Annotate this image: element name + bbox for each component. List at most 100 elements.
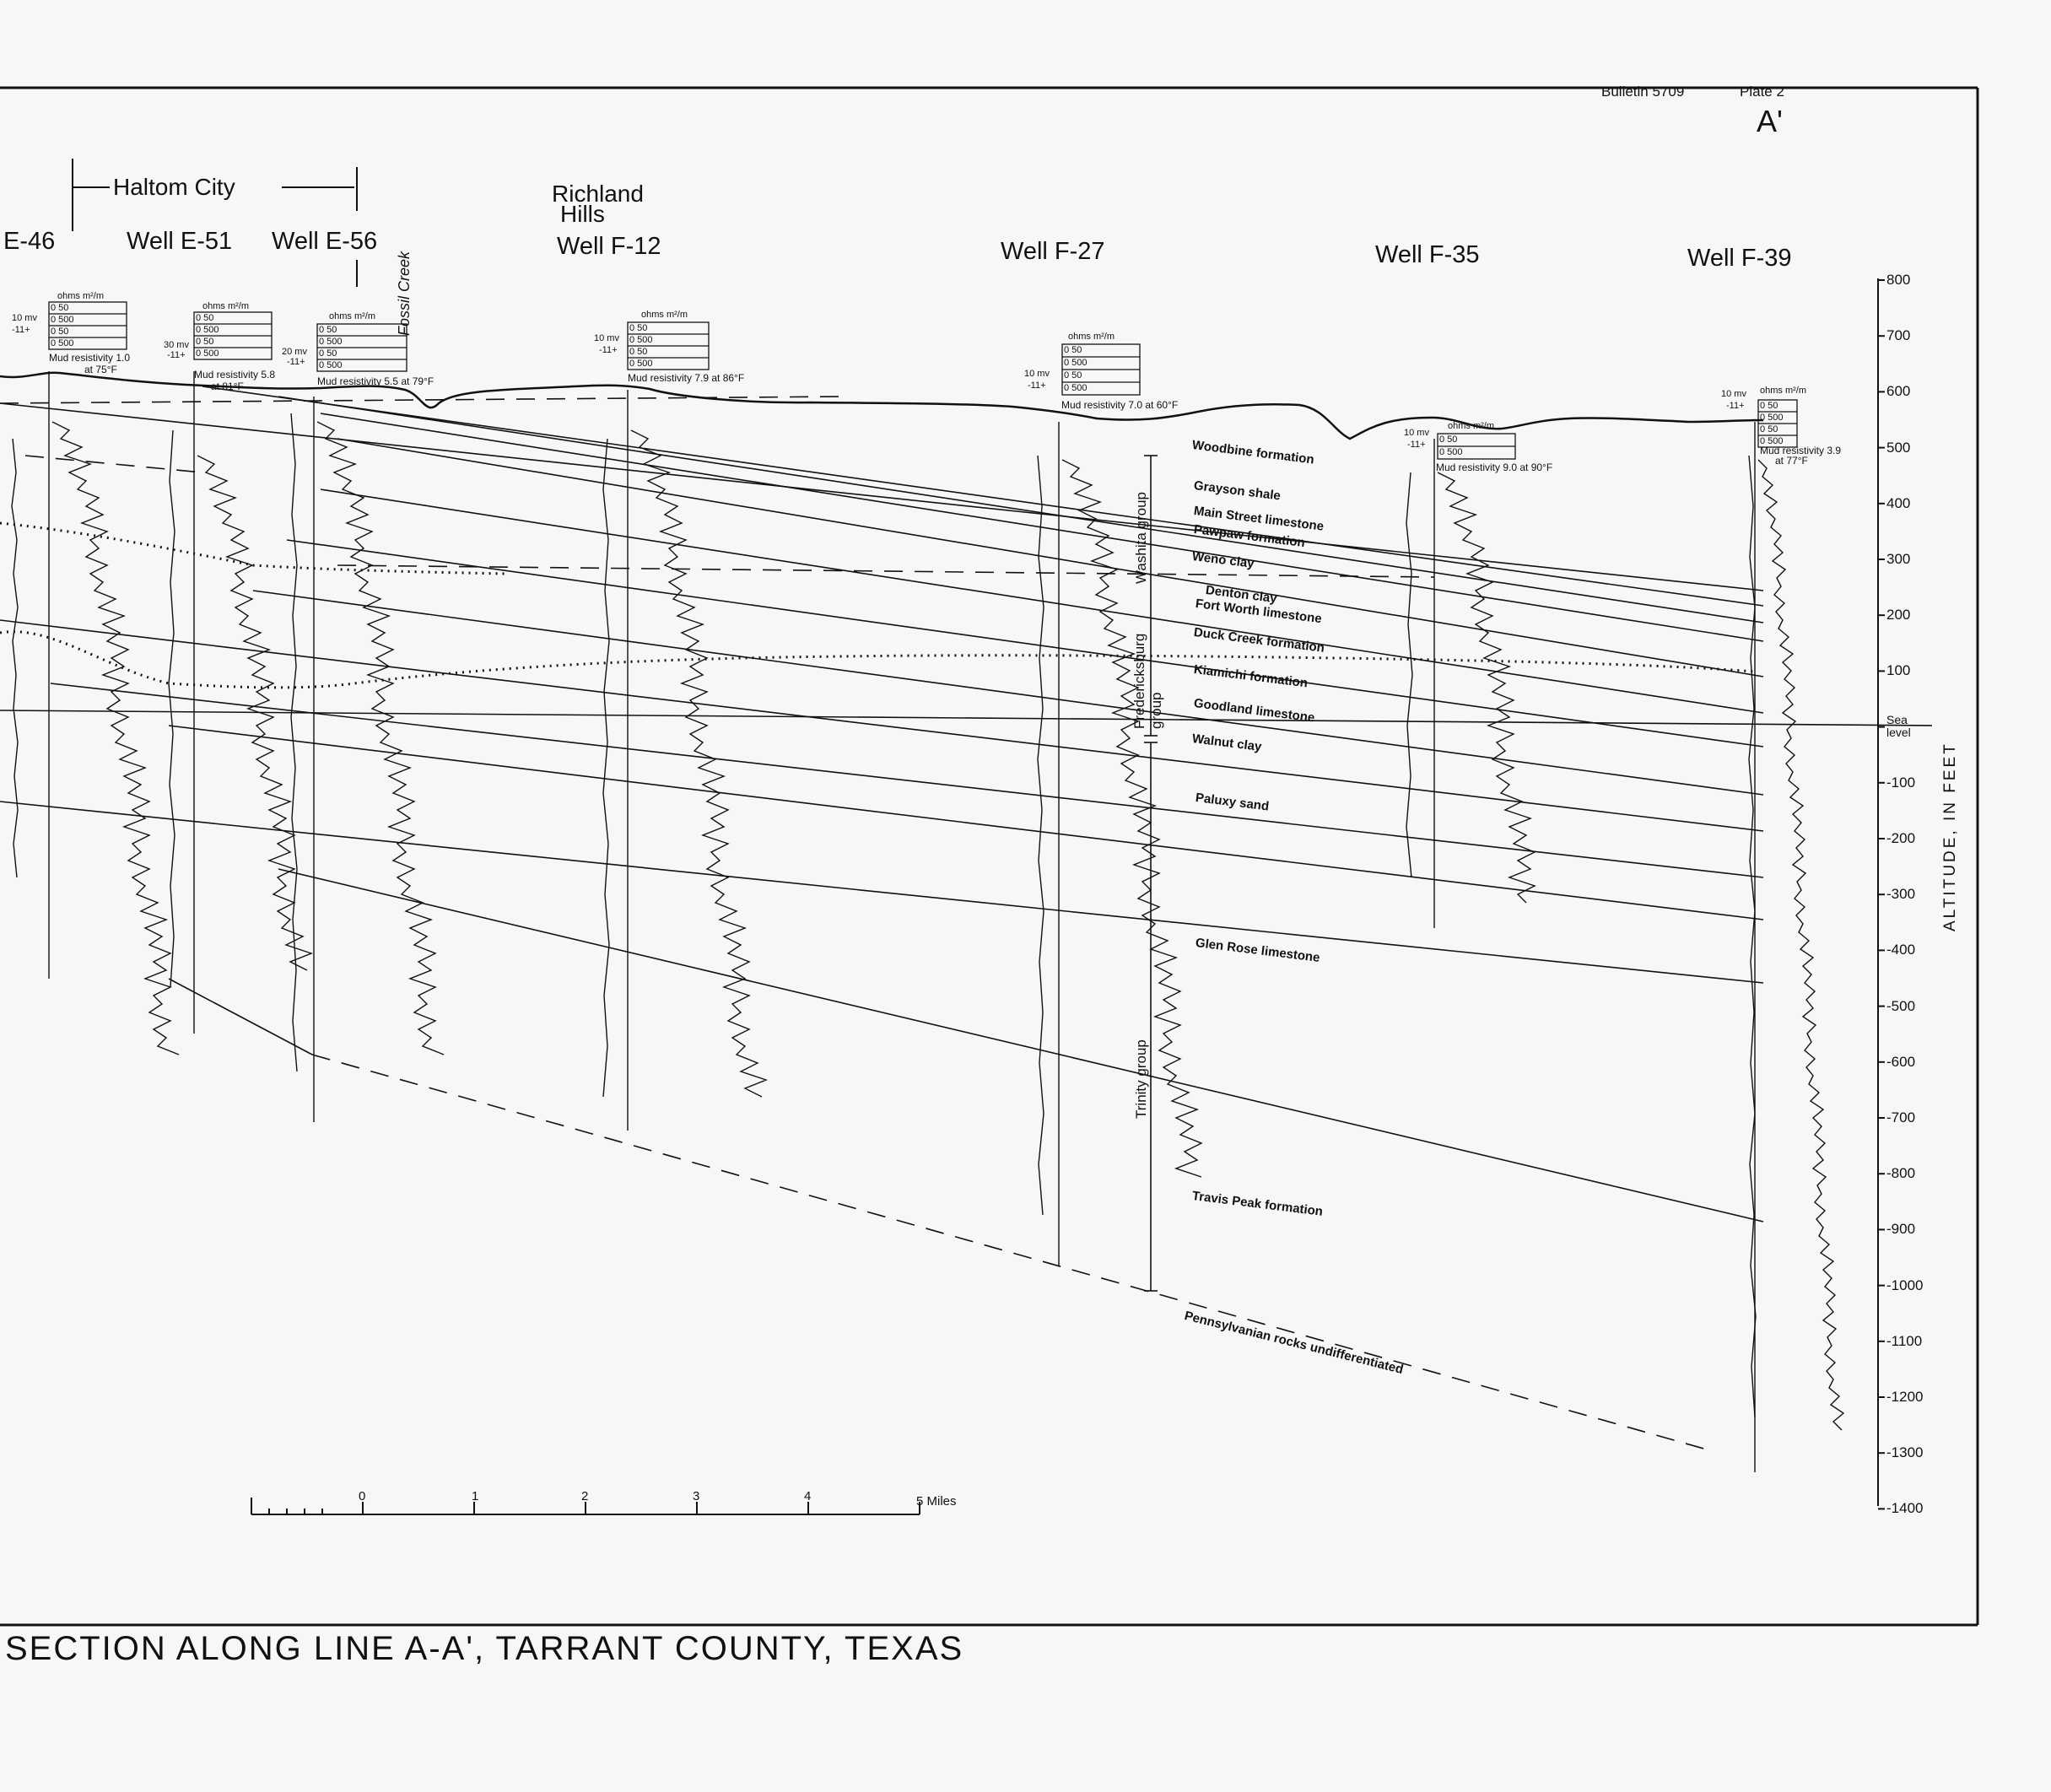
altitude-tick-label: 500 [1886, 439, 1911, 456]
mud-resistivity-e51: Mud resistivity 5.8 [194, 369, 276, 381]
mud-resistivity-f27: Mud resistivity 7.0 at 60°F [1061, 399, 1179, 411]
log-units-f39: ohms m²/m [1760, 386, 1806, 396]
log-scale-e46-4: 0 500 [51, 338, 74, 348]
electric-logs [11, 371, 1845, 1472]
altitude-tick-label: 700 [1886, 327, 1911, 344]
altitude-tick-label: -700 [1886, 1109, 1916, 1125]
altitude-tick-label: 600 [1886, 383, 1911, 400]
log-mv-f35: 10 mv [1404, 428, 1429, 438]
log-mv-sign-f35: -11+ [1407, 440, 1426, 450]
log-mv-e56: 20 mv [282, 347, 307, 357]
altitude-tick-label: 300 [1886, 551, 1911, 567]
well-name-e46: E-46 [3, 228, 56, 255]
log-mv-f27: 10 mv [1024, 369, 1050, 379]
scale-label-3: 3 [693, 1489, 700, 1503]
log-scale-f39-4: 0 500 [1760, 436, 1784, 446]
well-name-f39: Well F-39 [1687, 245, 1792, 272]
group-washita: Washita group [1133, 492, 1149, 584]
log-mv-sign-e56: -11+ [287, 357, 305, 367]
mud-temp-f39: at 77°F [1775, 455, 1808, 467]
mud-resistivity-e56: Mud resistivity 5.5 at 79°F [317, 375, 434, 387]
log-mv-e51: 30 mv [164, 340, 189, 350]
dotted-markers [0, 521, 1756, 689]
bulletin-number: Bulletin 5709 [1601, 84, 1685, 100]
log-scale-f27-3: 0 50 [1064, 370, 1082, 381]
group-fredericksburg-line2: group [1148, 692, 1164, 729]
altitude-tick-label: -100 [1886, 774, 1916, 791]
altitude-tick-label: 200 [1886, 607, 1911, 623]
mud-resistivity-f39: Mud resistivity 3.9 [1760, 445, 1842, 456]
well-name-f12: Well F-12 [557, 233, 661, 260]
altitude-tick-label: -1200 [1886, 1389, 1924, 1405]
town-haltom-city: Haltom City [113, 174, 235, 200]
log-scale-f12-1: 0 50 [629, 323, 648, 333]
well-name-e51: Well E-51 [127, 228, 233, 255]
group-trinity: Trinity group [1133, 1039, 1149, 1119]
plate-title: SECTION ALONG LINE A-A', TARRANT COUNTY,… [5, 1630, 964, 1667]
altitude-tick-label: -600 [1886, 1053, 1916, 1070]
log-scale-f27-2: 0 500 [1064, 358, 1088, 368]
altitude-tick-label: -500 [1886, 997, 1916, 1014]
town-richland-line2: Hills [560, 201, 605, 227]
log-mv-sign-e46: -11+ [12, 325, 30, 335]
log-scale-e56-3: 0 50 [319, 348, 337, 359]
log-scale-e51-3: 0 50 [196, 337, 214, 347]
altitude-tick-label: -900 [1886, 1221, 1916, 1238]
log-scale-e51-4: 0 500 [196, 348, 219, 359]
log-scale-e51-2: 0 500 [196, 325, 219, 335]
log-scale-boxes [48, 301, 1798, 460]
log-scale-f12-3: 0 50 [629, 347, 648, 357]
ground-surface-profile [0, 371, 1764, 440]
altitude-tick-label: Sea level [1886, 712, 1911, 739]
mud-temp-e51: at 81°F [211, 381, 244, 392]
altitude-tick-label: -1400 [1886, 1500, 1924, 1517]
log-mv-f39: 10 mv [1721, 389, 1746, 399]
log-mv-e46: 10 mv [12, 313, 37, 323]
log-units-e51: ohms m²/m [202, 301, 249, 311]
log-units-e56: ohms m²/m [329, 311, 375, 321]
log-scale-f35-2: 0 500 [1439, 447, 1463, 457]
scale-label-1: 1 [472, 1489, 479, 1503]
scale-label-2: 2 [581, 1489, 589, 1503]
well-name-f27: Well F-27 [1001, 238, 1105, 265]
well-name-f35: Well F-35 [1375, 241, 1480, 268]
altitude-axis-title: ALTITUDE, IN FEET [1941, 742, 1959, 931]
mud-temp-e46: at 75°F [84, 364, 117, 375]
altitude-tick-label: -1300 [1886, 1444, 1924, 1461]
log-scale-f39-3: 0 50 [1760, 424, 1778, 435]
plate-border [0, 86, 1979, 1627]
town-richland-line1: Richland [552, 181, 644, 207]
log-scale-f27-4: 0 500 [1064, 383, 1088, 393]
mud-resistivity-e46: Mud resistivity 1.0 [49, 352, 131, 364]
dashed-contacts [0, 396, 1714, 1452]
altitude-tick-label: 100 [1886, 662, 1911, 679]
altitude-tick-label: -800 [1886, 1165, 1916, 1182]
log-scale-f27-1: 0 50 [1064, 345, 1082, 355]
log-scale-f39-1: 0 50 [1760, 401, 1778, 411]
altitude-tick-label: -1100 [1886, 1332, 1923, 1349]
altitude-tick-label: -400 [1886, 942, 1916, 958]
section-end-label: A' [1757, 104, 1783, 138]
scale-label-0: 0 [359, 1489, 366, 1503]
log-scale-f12-4: 0 500 [629, 359, 653, 369]
haltom-city-bracket [72, 159, 358, 287]
log-scale-e46-1: 0 50 [51, 303, 69, 313]
log-scale-e56-4: 0 500 [319, 360, 343, 370]
log-scale-f39-2: 0 500 [1760, 413, 1784, 423]
log-scale-e56-2: 0 500 [319, 337, 343, 347]
formation-contacts [0, 386, 1933, 1223]
log-units-f35: ohms m²/m [1448, 421, 1494, 431]
log-scale-e46-2: 0 500 [51, 315, 74, 325]
altitude-tick-label: 800 [1886, 272, 1911, 288]
well-name-e56: Well E-56 [272, 228, 378, 255]
log-mv-sign-e51: -11+ [167, 350, 186, 360]
group-fredericksburg-line1: Fredericksburg [1131, 633, 1147, 729]
log-mv-sign-f27: -11+ [1028, 381, 1046, 391]
group-brackets [1144, 455, 1158, 1292]
altitude-tick-label: 400 [1886, 494, 1911, 511]
log-scale-e51-1: 0 50 [196, 313, 214, 323]
stream-label-fossil-creek: Fossil Creek [396, 251, 413, 336]
log-scale-f35-1: 0 50 [1439, 435, 1458, 445]
plate-number: Plate 2 [1740, 84, 1784, 100]
